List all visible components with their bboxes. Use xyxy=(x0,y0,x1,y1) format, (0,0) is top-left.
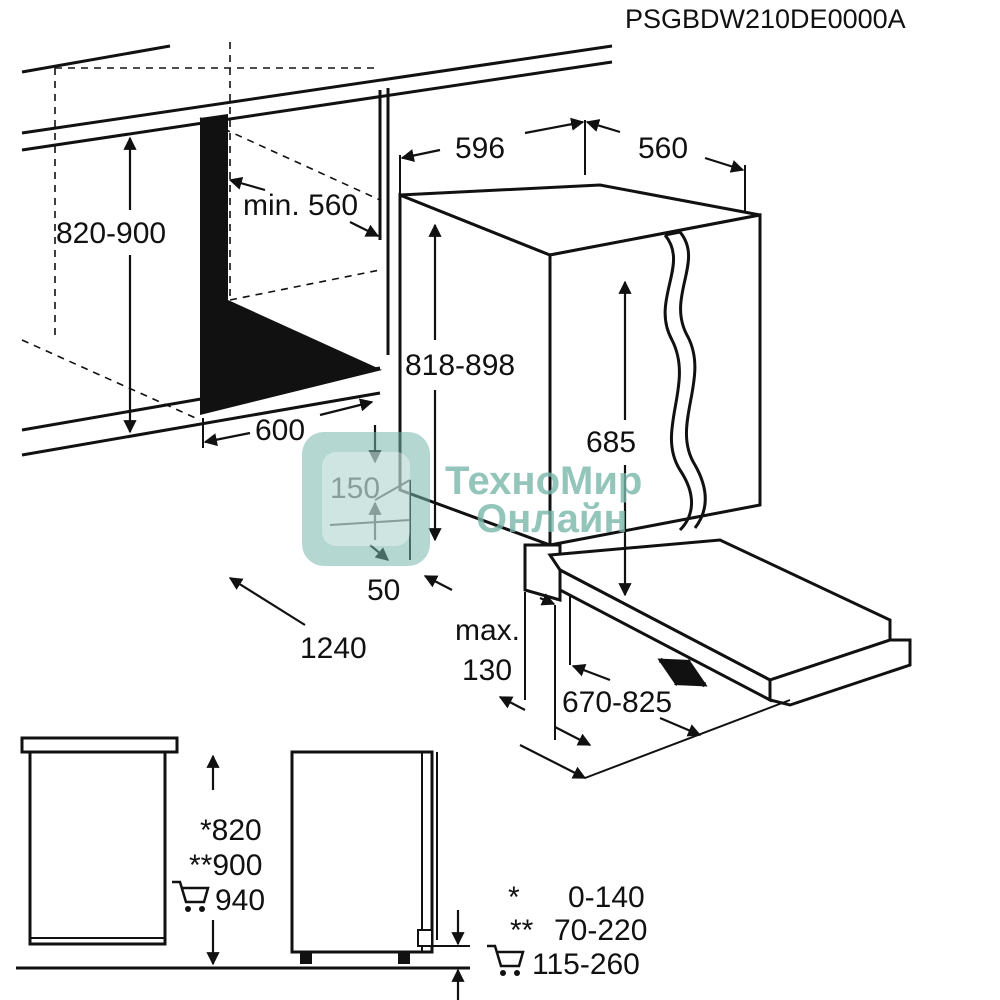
watermark-line-1: ТехноМир xyxy=(445,459,642,503)
legend-value-1: 0-140 xyxy=(568,881,645,914)
total-span-label: 1240 xyxy=(300,632,367,665)
appliance-depth-label: 560 xyxy=(638,132,688,165)
legend-mark-2: ** xyxy=(510,914,534,947)
appliance-height-label: 818-898 xyxy=(405,349,515,382)
plinth-max-label: max. xyxy=(455,614,520,647)
legend-value-3: 115-260 xyxy=(532,948,640,981)
model-code: PSGBDW210DE0000A xyxy=(625,4,906,34)
legend-mark-1: * xyxy=(508,881,520,914)
niche-height-label: 820-900 xyxy=(56,217,166,250)
plinth-max-value: 130 xyxy=(462,654,512,687)
side-height-2: **900 xyxy=(189,849,262,882)
cabinet-niche xyxy=(21,42,613,457)
appliance-width-label: 596 xyxy=(455,132,505,165)
inlet-offset-label: 50 xyxy=(367,574,400,607)
shopping-cart-icon xyxy=(172,880,210,912)
niche-width-label: 600 xyxy=(255,414,305,447)
open-door xyxy=(547,538,912,707)
plinth-legend: * 0-140 ** 70-220 115-260 xyxy=(487,881,647,981)
side-height-1: *820 xyxy=(200,814,262,847)
side-height-3: 940 xyxy=(215,884,265,917)
watermark-line-2: Онлайн xyxy=(476,497,628,541)
door-height-label: 685 xyxy=(586,426,636,459)
side-view-cabinet xyxy=(16,736,470,970)
shopping-cart-icon xyxy=(487,944,525,976)
dishwasher-body xyxy=(398,183,762,602)
door-travel-label: 670-825 xyxy=(562,686,672,719)
legend-value-2: 70-220 xyxy=(554,914,647,947)
watermark: ТехноМир Онлайн xyxy=(302,432,642,566)
side-view-appliance xyxy=(290,750,470,1000)
niche-min-depth-label: min. 560 xyxy=(243,189,358,222)
